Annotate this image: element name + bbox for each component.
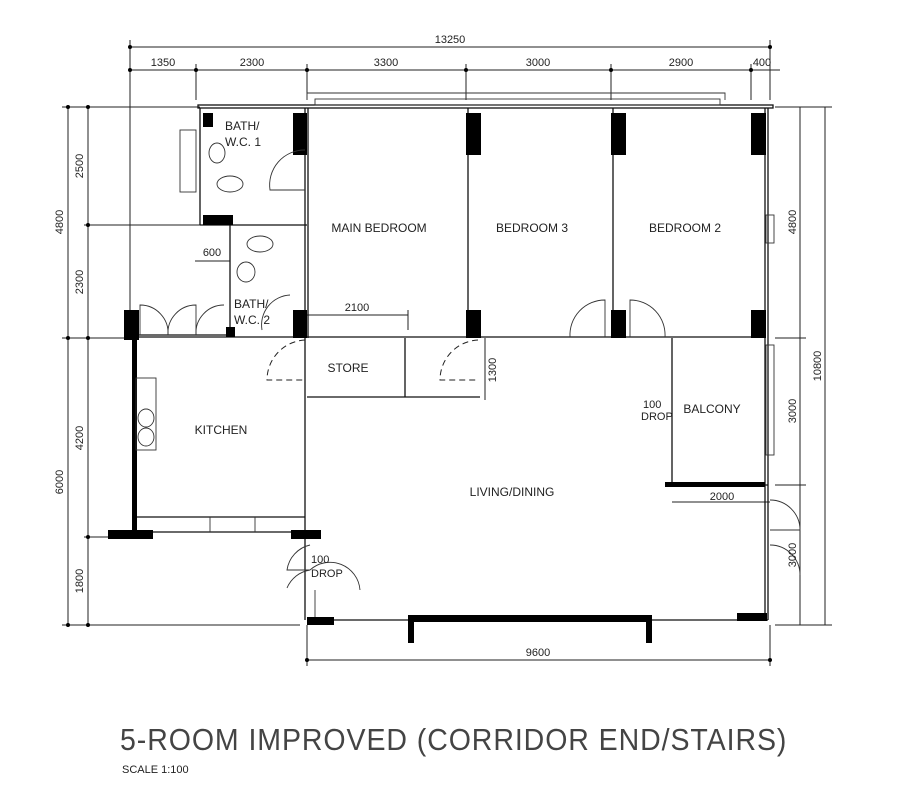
dim-top-6: 400 — [753, 57, 771, 69]
label-store: STORE — [327, 361, 368, 375]
fixtures — [135, 142, 274, 451]
dim-left-outer-2: 6000 — [54, 470, 66, 494]
label-main-bedroom: MAIN BEDROOM — [331, 221, 426, 235]
dim-balcony-width: 2000 — [710, 491, 734, 503]
dim-corridor-depth: 1300 — [487, 358, 499, 382]
dim-top-2: 2300 — [240, 57, 264, 69]
walls — [130, 98, 775, 621]
room-labels: BATH/ W.C. 1 BATH/ W.C. 2 MAIN BEDROOM B… — [195, 119, 741, 580]
structural-columns — [108, 113, 767, 643]
dim-right-1: 4800 — [787, 210, 799, 234]
label-bath2-wc: W.C. 2 — [234, 313, 270, 327]
drop-note-balcony-2: DROP — [641, 411, 673, 423]
label-balcony: BALCONY — [683, 402, 740, 416]
dim-top-5: 2900 — [669, 57, 693, 69]
dim-right-total: 10800 — [812, 351, 824, 382]
label-kitchen: KITCHEN — [195, 423, 248, 437]
dim-corridor: 2100 — [345, 302, 369, 314]
dim-top-total: 13250 — [435, 34, 466, 46]
dim-left-inner-4: 1800 — [74, 569, 86, 593]
label-bath2: BATH/ — [234, 297, 269, 311]
dim-bath-gap: 600 — [203, 247, 221, 259]
drop-note-entry: 100 — [311, 554, 329, 566]
drop-note-balcony: 100 — [643, 399, 661, 411]
dim-left-inner-2: 2300 — [74, 270, 86, 294]
dim-bottom: 9600 — [526, 647, 550, 659]
dim-left-outer-1: 4800 — [54, 210, 66, 234]
doors — [139, 149, 801, 591]
label-bath1-wc: W.C. 1 — [225, 135, 261, 149]
dimension-labels: 13250 1350 2300 3300 3000 2900 400 4800 … — [54, 34, 824, 659]
dim-top-4: 3000 — [526, 57, 550, 69]
dim-top-3: 3300 — [374, 57, 398, 69]
dim-right-2: 3000 — [787, 399, 799, 423]
dim-left-inner-1: 2500 — [74, 154, 86, 178]
dimension-lines — [62, 40, 832, 666]
plan-title: 5-ROOM IMPROVED (CORRIDOR END/STAIRS) — [120, 722, 788, 757]
dim-right-3: 3000 — [787, 543, 799, 567]
dim-top-1: 1350 — [151, 57, 175, 69]
label-bedroom-2: BEDROOM 2 — [649, 221, 721, 235]
plan-scale: SCALE 1:100 — [122, 764, 189, 776]
label-bedroom-3: BEDROOM 3 — [496, 221, 568, 235]
dim-left-inner-3: 4200 — [74, 426, 86, 450]
label-living-dining: LIVING/DINING — [470, 485, 555, 499]
label-bath1: BATH/ — [225, 119, 260, 133]
drop-note-entry-2: DROP — [311, 568, 343, 580]
